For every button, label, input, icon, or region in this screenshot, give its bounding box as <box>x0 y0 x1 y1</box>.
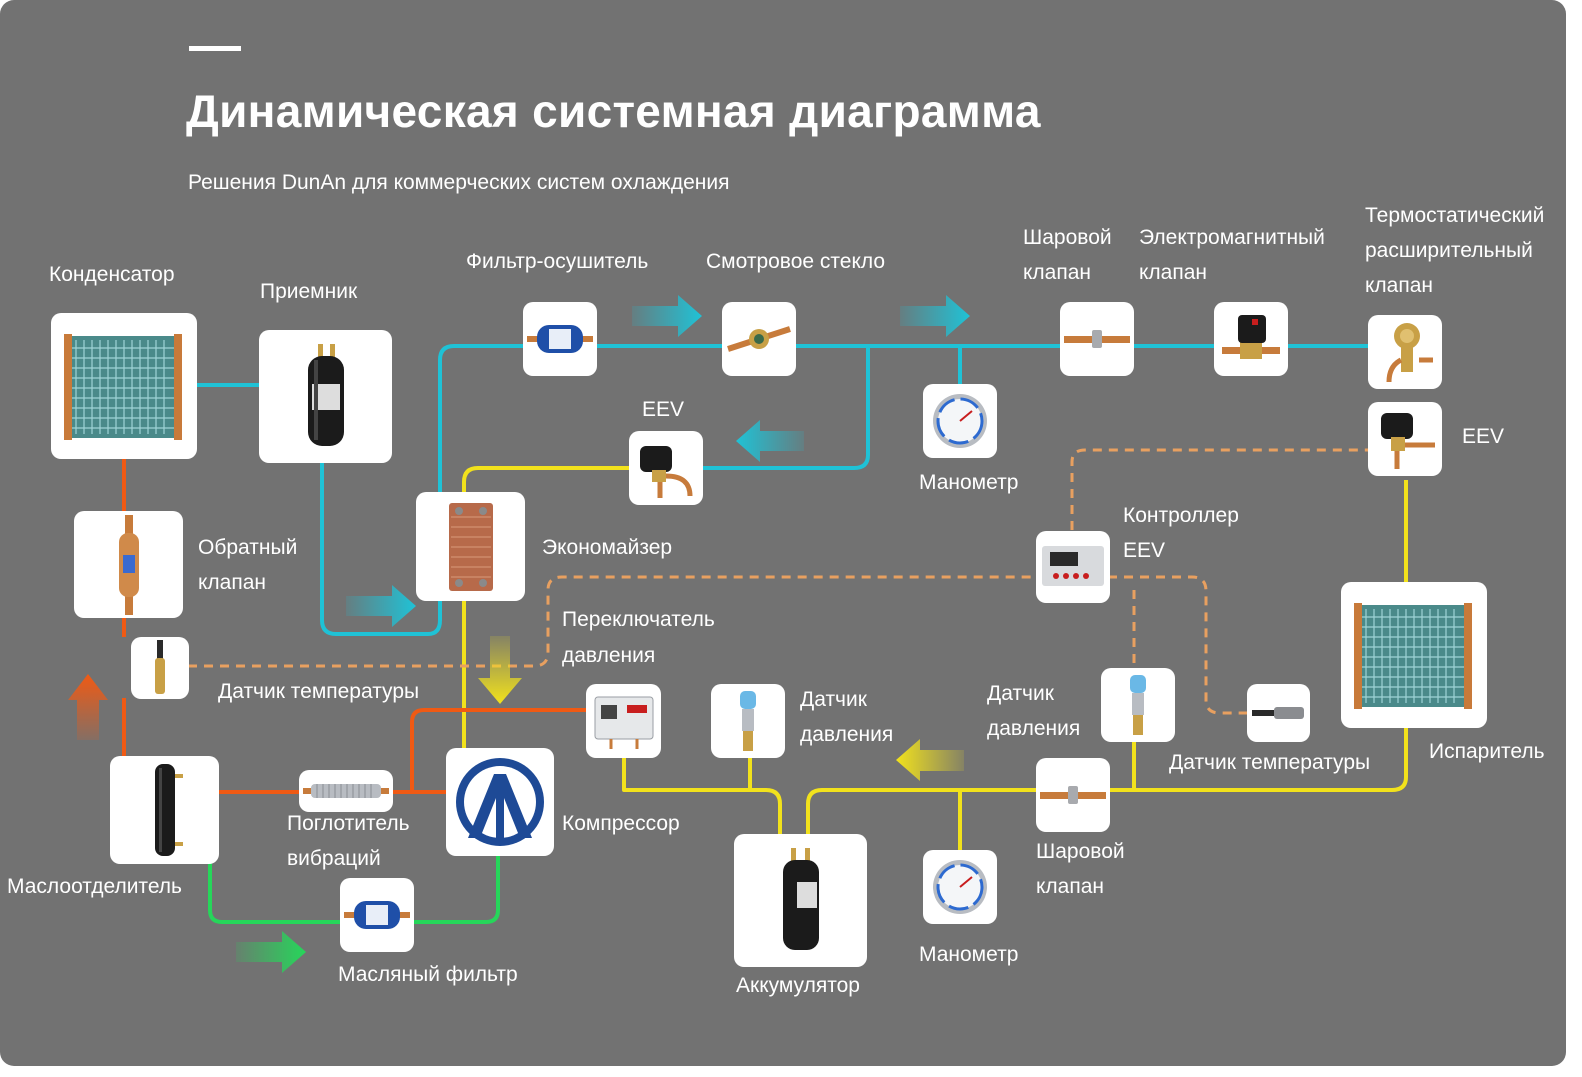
label-sight-glass: Смотровое стекло <box>706 250 886 273</box>
label-temp-sensor-right: Датчик температуры <box>1169 751 1371 774</box>
solenoid-valve-image <box>1214 302 1288 376</box>
liquid-line <box>195 344 1375 636</box>
label-check-valve-line2: клапан <box>198 571 267 594</box>
temp-sensor-left-image <box>131 637 189 699</box>
label-pressure-sensor-mid-line2: давления <box>800 723 894 746</box>
label-compressor: Компрессор <box>562 812 680 835</box>
arrow-discharge <box>68 674 108 740</box>
label-check-valve-line1: Обратный <box>198 536 298 559</box>
oil-separator-image <box>110 756 219 864</box>
label-pressure-sensor-right-line2: давления <box>987 717 1081 740</box>
title-accent-bar <box>189 46 241 51</box>
dunan-logo-icon <box>456 758 544 846</box>
label-txv-line1: Термостатический <box>1365 204 1545 227</box>
check-valve-image <box>74 511 183 618</box>
page-subtitle: Решения DunAn для коммерческих систем ох… <box>188 171 730 194</box>
receiver-image <box>259 330 392 463</box>
label-oil-filter: Масляный фильтр <box>338 963 518 986</box>
diagram-panel: Динамическая системная диаграмма Решения… <box>0 0 1566 1066</box>
flow-arrows <box>68 295 970 973</box>
filter-drier-image <box>523 302 597 376</box>
oil-filter-image <box>340 878 414 952</box>
compressor-image <box>446 748 554 856</box>
label-ball-valve-top-line2: клапан <box>1023 261 1092 284</box>
label-vibration-absorber-line1: Поглотитель <box>287 812 410 835</box>
label-evaporator: Испаритель <box>1429 740 1545 763</box>
gauge-top-image <box>923 384 997 458</box>
sight-glass-image <box>722 302 796 376</box>
gauge-bottom-image <box>923 850 997 924</box>
pressure-sensor-right-image <box>1101 668 1175 742</box>
economizer-image <box>416 492 525 601</box>
label-accumulator: Аккумулятор <box>736 974 860 997</box>
txv-image <box>1368 315 1442 389</box>
label-ball-valve-bottom-line2: клапан <box>1036 875 1105 898</box>
label-ball-valve-top-line1: Шаровой <box>1023 226 1112 249</box>
label-solenoid-valve-line2: клапан <box>1139 261 1208 284</box>
label-txv-line3: клапан <box>1365 274 1434 297</box>
signal-lines <box>188 448 1370 715</box>
label-receiver: Приемник <box>260 280 358 303</box>
ball-valve-bottom-image <box>1036 758 1110 832</box>
arrow-liquid-4 <box>346 585 416 627</box>
label-economizer: Экономайзер <box>542 536 673 559</box>
eev-top-image <box>629 431 703 505</box>
label-pressure-switch-line1: Переключатель <box>562 608 715 631</box>
eev-controller-image <box>1036 531 1110 603</box>
page-title: Динамическая системная диаграмма <box>186 85 1041 137</box>
temp-sensor-right-image <box>1247 684 1310 742</box>
pressure-switch-image <box>586 684 661 758</box>
label-eev-right: EEV <box>1462 425 1505 448</box>
arrow-oil <box>236 931 306 973</box>
accumulator-image <box>734 834 867 967</box>
label-gauge-bottom: Манометр <box>919 943 1019 966</box>
label-oil-separator: Маслоотделитель <box>7 875 182 898</box>
label-eev-controller-line2: EEV <box>1123 539 1166 562</box>
label-txv-line2: расширительный <box>1365 239 1533 262</box>
label-eev-controller-line1: Контроллер <box>1123 504 1239 527</box>
arrow-suction-2 <box>896 739 964 781</box>
label-temp-sensor-left: Датчик температуры <box>218 680 420 703</box>
label-eev-top: EEV <box>642 398 685 421</box>
eev-right-image <box>1368 402 1442 476</box>
arrow-liquid-2 <box>900 295 970 337</box>
ball-valve-top-image <box>1060 302 1134 376</box>
arrow-liquid-1 <box>632 295 702 337</box>
label-filter-drier: Фильтр-осушитель <box>466 250 649 273</box>
vibration-absorber-image <box>299 770 393 812</box>
arrow-suction-1 <box>478 636 522 704</box>
label-vibration-absorber-line2: вибраций <box>287 847 381 870</box>
label-ball-valve-bottom-line1: Шаровой <box>1036 840 1125 863</box>
label-condenser: Конденсатор <box>49 263 175 286</box>
evaporator-image <box>1341 582 1487 728</box>
arrow-liquid-3 <box>736 420 804 462</box>
label-solenoid-valve-line1: Электромагнитный <box>1139 226 1325 249</box>
label-pressure-sensor-right-line1: Датчик <box>987 682 1054 705</box>
pressure-sensor-mid-image <box>711 684 785 758</box>
label-pressure-sensor-mid-line1: Датчик <box>800 688 867 711</box>
condenser-image <box>51 313 197 459</box>
label-gauge-top: Манометр <box>919 471 1019 494</box>
label-pressure-switch-line2: давления <box>562 644 656 667</box>
